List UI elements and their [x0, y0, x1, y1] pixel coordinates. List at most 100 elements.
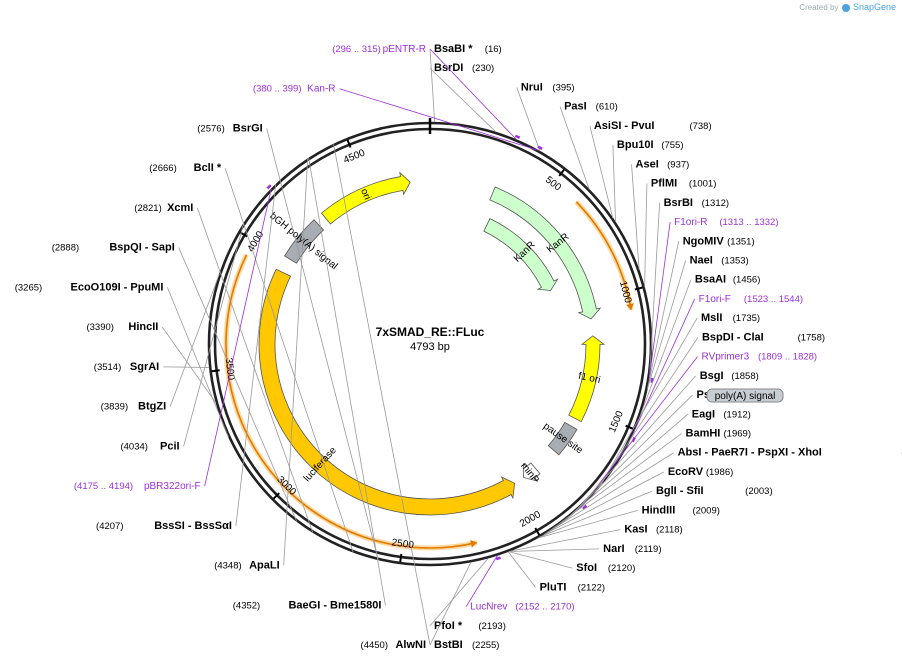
primer-f1ori-r[interactable]: F1ori-R(1313 .. 1332)	[674, 217, 778, 228]
site-position: (4207)	[96, 521, 123, 532]
site-leader-31	[465, 555, 498, 607]
site-pflmi[interactable]: PflMI(1001)	[651, 178, 716, 190]
feature-kanr-1[interactable]	[489, 186, 602, 320]
site-leader-11	[648, 221, 671, 380]
primer-f1ori-f[interactable]: F1ori-F(1523 .. 1544)	[699, 294, 803, 305]
site-asei[interactable]: AseI(937)	[636, 158, 690, 170]
polya-badge-label: poly(A) signal	[715, 391, 776, 402]
feature-ori-0[interactable]	[320, 171, 411, 225]
primer-kan-r[interactable]: Kan-R(380 .. 399)	[253, 84, 336, 95]
site-leader-47	[333, 143, 431, 646]
site-nrui[interactable]: NruI(395)	[521, 81, 575, 93]
feature-f1-ori-3[interactable]	[568, 335, 606, 423]
site-position: (1456)	[733, 275, 760, 286]
site-sfoi[interactable]: SfoI(2120)	[576, 562, 635, 574]
site-name: PluTI	[540, 581, 567, 593]
site-leader-40	[163, 366, 210, 368]
site-pluti[interactable]: PluTI(2122)	[540, 581, 605, 593]
site-position: (16)	[485, 44, 502, 55]
site-bsaai[interactable]: BsaAI(1456)	[695, 274, 760, 286]
site-leader-10	[649, 202, 661, 378]
site-name: KasI	[624, 524, 647, 536]
site-position: (1735)	[733, 313, 760, 324]
site-absi-paer7i-pspxi-xhoi[interactable]: AbsI - PaeR7I - PspXI - XhoI(1978)	[678, 447, 902, 459]
site-name: F1ori-R	[674, 217, 707, 228]
site-name: SgrAI	[130, 361, 159, 373]
site-bsabi[interactable]: BsaBI *(16)	[434, 43, 502, 55]
site-btgzi[interactable]: BtgZI(3839)	[101, 401, 166, 413]
site-name: BspQI - SapI	[109, 242, 174, 254]
site-xcmi[interactable]: XcmI(2821)	[134, 202, 193, 214]
site-apali[interactable]: ApaLI(4348)	[214, 560, 279, 572]
site-position: (2821)	[134, 203, 161, 214]
site-pasi[interactable]: PasI(610)	[564, 101, 618, 113]
site-position: (296 .. 315)	[332, 44, 381, 55]
site-alwni[interactable]: AlwNI(4450)	[361, 639, 426, 651]
site-msli[interactable]: MslI(1735)	[701, 312, 760, 324]
site-position: (1351)	[727, 236, 754, 247]
site-leader-34	[266, 128, 379, 560]
site-name: PflMI	[651, 178, 677, 190]
site-leader-0	[429, 48, 436, 123]
snapgene-credit: Created by SnapGene	[799, 2, 896, 12]
feature-kanr-2[interactable]	[483, 218, 559, 291]
site-leader-15	[630, 298, 696, 439]
site-ecoo109i-ppumi[interactable]: EcoO109I - PpuMI(3265)	[15, 281, 164, 293]
feature-pause-site-4[interactable]	[547, 421, 578, 456]
site-name: EcoO109I - PpuMI	[70, 281, 163, 293]
site-ngomiv[interactable]: NgoMIV(1351)	[683, 235, 755, 247]
site-bspqi-sapi[interactable]: BspQI - SapI(2888)	[52, 242, 175, 254]
site-hincii[interactable]: HincII(3390)	[86, 321, 158, 333]
feature-minp-5[interactable]	[523, 462, 541, 482]
site-bspdi-clai[interactable]: BspDI - ClaI(1758)	[702, 331, 825, 343]
primer-pentr-r[interactable]: pENTR-R(296 .. 315)	[332, 44, 426, 55]
site-name: NarI	[603, 543, 624, 555]
site-bsrbi[interactable]: BsrBI(1312)	[664, 197, 729, 209]
site-bstbi[interactable]: BstBI(2255)	[434, 639, 499, 651]
site-pfoi[interactable]: PfoI *(2193)	[434, 620, 506, 632]
tick-label-1500: 1500	[607, 409, 626, 434]
site-baegi-bme1580i[interactable]: BaeGI - Bme1580I(4352)	[233, 599, 382, 611]
site-leader-27	[509, 529, 621, 552]
site-name: LucNrev	[470, 602, 507, 613]
site-leader-38	[167, 287, 229, 438]
site-name: PciI	[160, 440, 180, 452]
site-eagi[interactable]: EagI(1912)	[692, 408, 751, 420]
site-bsrdi[interactable]: BsrDI(230)	[434, 62, 494, 74]
feature-luciferase-6[interactable]	[258, 268, 516, 516]
site-ecorv[interactable]: EcoRV(1986)	[668, 466, 733, 478]
primer-lucnrev[interactable]: LucNrev(2152 .. 2170)	[470, 602, 574, 613]
site-leader-36	[196, 207, 314, 533]
site-pcii[interactable]: PciI(4034)	[120, 440, 179, 452]
site-naei[interactable]: NaeI(1353)	[690, 254, 749, 266]
site-kasi[interactable]: KasI(2118)	[624, 524, 682, 536]
primer-pbr322ori-f[interactable]: pBR322ori-F(4175 .. 4194)	[74, 481, 201, 492]
site-leader-3	[516, 87, 541, 152]
plasmid-name: 7xSMAD_RE::FLuc	[376, 325, 485, 339]
primer-mark-lucnrev	[495, 556, 501, 561]
site-bsssi-bsss-i[interactable]: BssSI - BssSαI(4207)	[96, 520, 232, 532]
site-hindiii[interactable]: HindIII(2009)	[642, 504, 720, 516]
orf-arrowhead-1	[470, 539, 477, 548]
site-name: BstBI	[434, 639, 463, 651]
site-asisi-pvui[interactable]: AsiSI - PvuI(738)	[594, 120, 712, 132]
primer-mark-kan-r	[537, 145, 543, 151]
site-bpu10i[interactable]: Bpu10I(755)	[617, 139, 684, 151]
primer-rvprimer3[interactable]: RVprimer3(1809 .. 1828)	[702, 352, 818, 363]
site-leader-2	[429, 48, 517, 140]
site-bamhi[interactable]: BamHI(1969)	[686, 428, 751, 440]
orf-arrowhead-0	[626, 303, 634, 310]
site-nari[interactable]: NarI(2119)	[603, 543, 661, 555]
site-sgrai[interactable]: SgrAI(3514)	[94, 361, 159, 373]
site-bgli-sfii[interactable]: BglI - SfiI(2003)	[656, 485, 773, 497]
site-name: pENTR-R	[383, 44, 426, 55]
tick-mark-1000	[634, 286, 643, 291]
site-bsrgi[interactable]: BsrGI(2576)	[197, 122, 262, 134]
site-bsgi[interactable]: BsgI(1858)	[700, 370, 759, 382]
site-name: Bpu10I	[617, 139, 654, 151]
tick-label-4500: 4500	[342, 147, 367, 166]
site-bcli[interactable]: BclI *(2666)	[149, 162, 222, 174]
orf-arc-1	[225, 254, 477, 549]
feature-bgh-poly-a-signal-7[interactable]	[284, 219, 325, 264]
